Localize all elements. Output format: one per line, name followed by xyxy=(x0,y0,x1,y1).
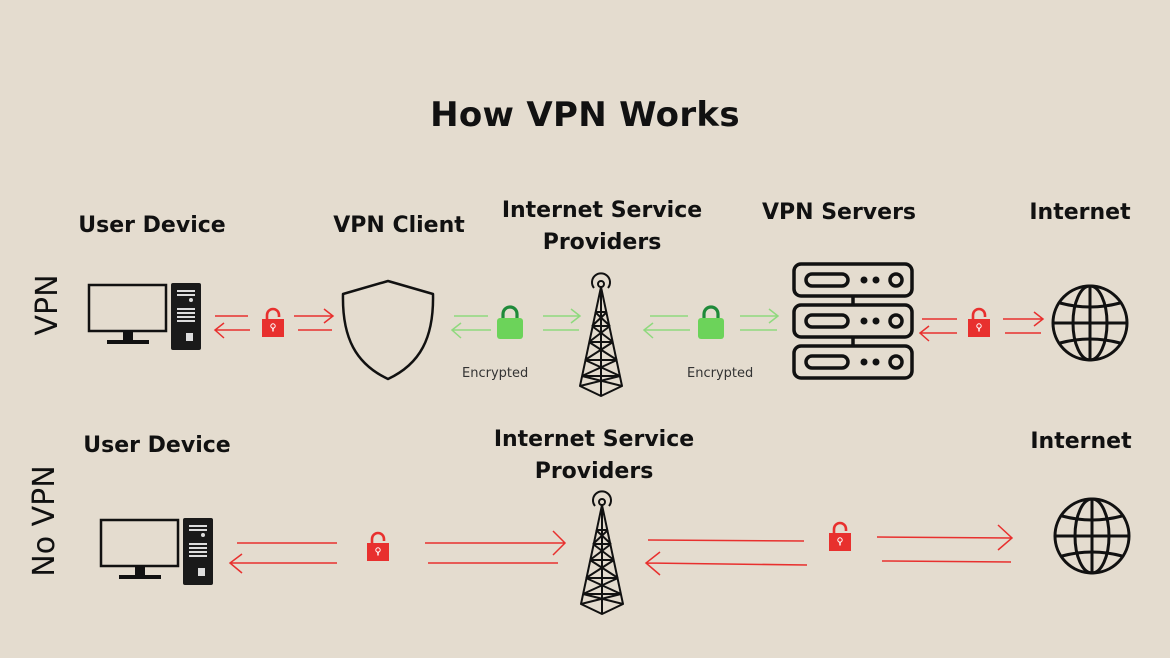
globe-icon xyxy=(1051,284,1129,362)
node-label-isp-line1: Internet Service xyxy=(501,198,703,223)
link-user-device-to-isp xyxy=(228,530,567,574)
desktop-computer-icon xyxy=(99,516,215,587)
unlocked-padlock-icon xyxy=(966,307,992,339)
globe-icon xyxy=(1053,497,1131,575)
node-label-vpn-servers: VPN Servers xyxy=(761,200,917,225)
locked-padlock-icon xyxy=(495,305,525,341)
link-vpn-servers-to-internet xyxy=(918,307,1045,342)
server-rack-icon xyxy=(792,262,914,380)
node-label-isp-novpn-line1: Internet Service xyxy=(493,427,695,452)
node-label-isp-novpn-line2: Providers xyxy=(534,459,654,484)
row-label-no-vpn: No VPN xyxy=(27,465,62,577)
arrow-left xyxy=(213,322,250,339)
arrow-right xyxy=(294,308,335,324)
node-label-user-device-novpn: User Device xyxy=(83,433,231,458)
encrypted-caption-2: Encrypted xyxy=(687,366,754,381)
row-label-vpn: VPN xyxy=(30,274,65,336)
link-user-device-to-vpn-client xyxy=(213,307,335,339)
diagram-title: How VPN Works xyxy=(430,95,740,135)
link-isp-to-vpn-servers xyxy=(642,305,780,341)
unlocked-padlock-icon xyxy=(365,531,391,563)
encrypted-caption-1: Encrypted xyxy=(462,366,529,381)
cell-tower-icon xyxy=(580,490,624,615)
shield-icon xyxy=(341,279,435,381)
desktop-computer-icon xyxy=(87,281,203,352)
node-label-user-device: User Device xyxy=(78,213,226,238)
unlocked-padlock-icon xyxy=(827,521,853,553)
locked-padlock-icon xyxy=(696,305,726,341)
node-label-isp: Internet Service Providers xyxy=(482,195,722,259)
cell-tower-icon xyxy=(579,272,623,397)
node-label-internet-novpn: Internet xyxy=(1030,429,1132,454)
node-label-isp-novpn: Internet Service Providers xyxy=(474,424,714,488)
link-isp-to-internet xyxy=(644,521,1014,576)
unlocked-padlock-icon xyxy=(260,307,286,339)
link-vpn-client-to-isp xyxy=(450,305,582,341)
node-label-internet: Internet xyxy=(1029,200,1131,225)
node-label-vpn-client: VPN Client xyxy=(333,213,465,238)
node-label-isp-line2: Providers xyxy=(542,230,662,255)
